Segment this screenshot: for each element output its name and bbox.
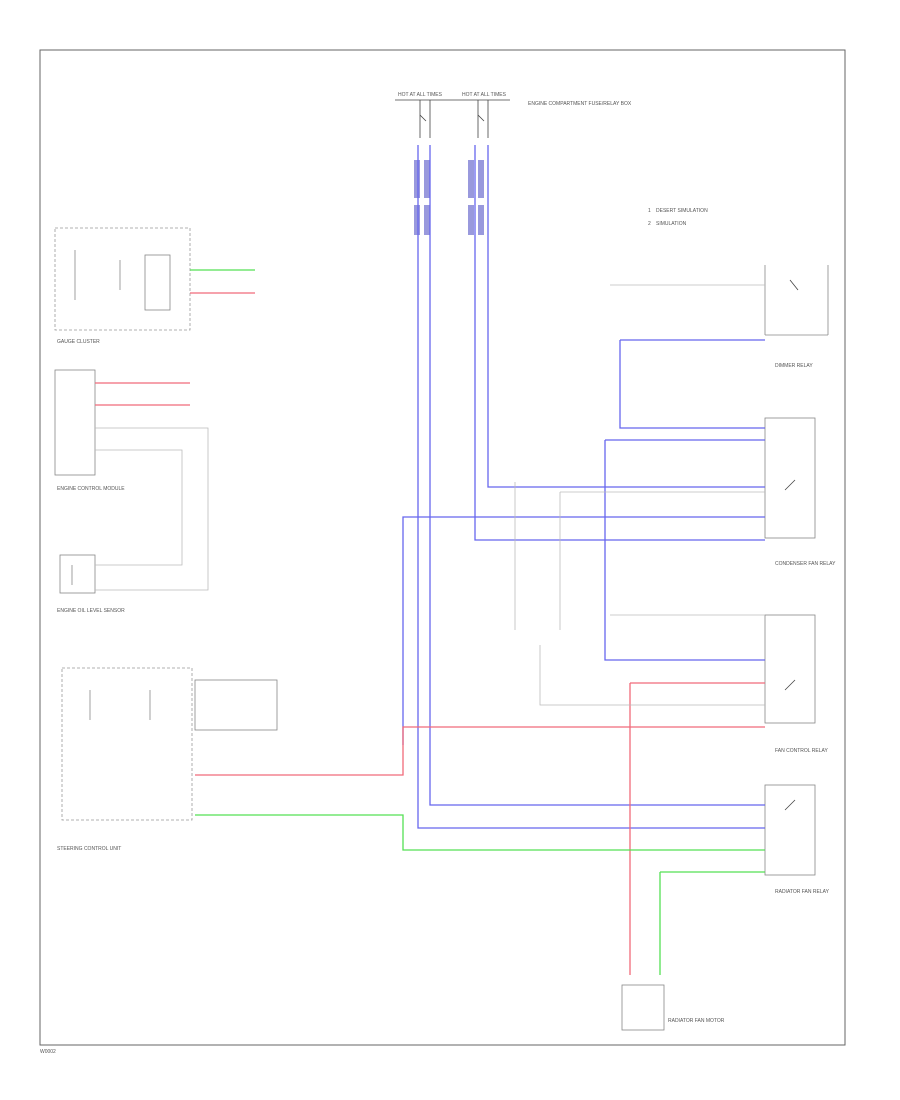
grey-wires: [514, 284, 765, 706]
fan-control-relay-label: FAN CONTROL RELAY: [775, 748, 828, 754]
engine-sensor-label: ENGINE OIL LEVEL SENSOR: [57, 608, 125, 614]
condenser-relay-label: CONDENSER FAN RELAY: [775, 561, 836, 567]
radiator-relay-box: RADIATOR FAN RELAY: [764, 784, 830, 895]
dimmer-relay-box: DIMMER RELAY: [764, 265, 829, 369]
svg-text:1: 1: [648, 208, 651, 214]
radiator-motor-label: RADIATOR FAN MOTOR: [668, 1018, 725, 1024]
legend-item-simulation: SIMULATION: [656, 221, 687, 227]
svg-text:HOT AT ALL TIMES: HOT AT ALL TIMES: [398, 92, 443, 98]
fan-control-relay-box: FAN CONTROL RELAY: [764, 614, 828, 754]
steering-unit-box: STEERING CONTROL UNIT: [57, 667, 278, 852]
top-fuse-block-label: ENGINE COMPARTMENT FUSE/RELAY BOX: [528, 101, 632, 107]
gauge-box-label: GAUGE CLUSTER: [57, 339, 100, 345]
top-fuse-block: HOT AT ALL TIMES HOT AT ALL TIMES ENGINE…: [395, 92, 632, 138]
engine-control-unit-label: ENGINE CONTROL MODULE: [57, 486, 125, 492]
engine-sensor-box: ENGINE OIL LEVEL SENSOR: [57, 554, 125, 614]
legend: 1 DESERT SIMULATION 2 SIMULATION: [648, 208, 708, 227]
svg-text:HOT AT ALL TIMES: HOT AT ALL TIMES: [462, 92, 507, 98]
radiator-motor-box: RADIATOR FAN MOTOR: [621, 984, 725, 1031]
steering-unit-label: STEERING CONTROL UNIT: [57, 846, 121, 852]
engine-control-unit-box: ENGINE CONTROL MODULE: [54, 369, 125, 492]
blue-wires: [402, 145, 765, 829]
top-connector-stack: [414, 160, 484, 235]
bottom-left-code: W0002: [40, 1049, 56, 1055]
gauge-wires: [95, 269, 255, 591]
condenser-relay-box: CONDENSER FAN RELAY: [764, 417, 836, 567]
red-wires: [195, 682, 765, 975]
legend-item-desert: DESERT SIMULATION: [656, 208, 708, 214]
green-wires: [195, 814, 765, 975]
radiator-relay-label: RADIATOR FAN RELAY: [775, 889, 830, 895]
dimmer-relay-label: DIMMER RELAY: [775, 363, 813, 369]
svg-text:2: 2: [648, 221, 651, 227]
gauge-cluster-box: GAUGE CLUSTER: [54, 227, 191, 345]
diagram-frame: [39, 49, 846, 1046]
